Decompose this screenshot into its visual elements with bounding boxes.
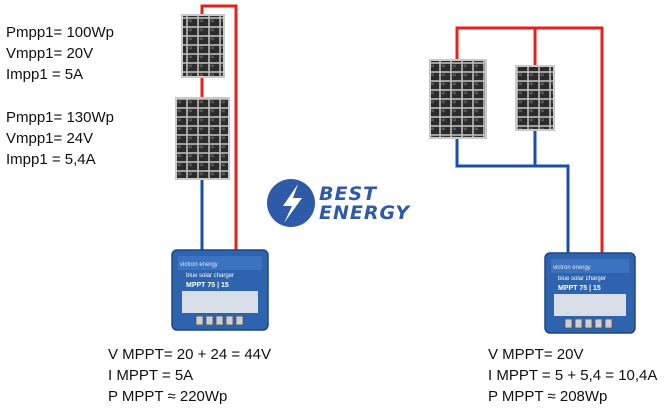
controller-right-model: MPPT 75 | 15 (558, 285, 601, 292)
right-result-voltage: V MPPT= 20V (488, 346, 584, 363)
controller-left-model: MPPT 75 | 15 (186, 282, 229, 289)
controller-left-brand: victron energy (180, 262, 218, 268)
left-result-current: I MPPT = 5A (108, 367, 194, 384)
logo-line-energy: ENERGY (319, 202, 411, 224)
solar-panel-100wp (181, 14, 225, 78)
panel2-vmpp: Vmpp1= 24V (6, 130, 94, 147)
solar-panel-100wp-parallel (515, 65, 555, 131)
controller-right-brand: victron energy (553, 265, 591, 271)
solar-panel-130wp (175, 97, 230, 180)
left-positive-wire (200, 4, 238, 260)
left-result-voltage: V MPPT= 20 + 24 = 44V (108, 346, 272, 363)
panel2-impp: Impp1 = 5,4A (6, 151, 96, 168)
panel1-impp: Impp1 = 5A (6, 66, 84, 83)
lightning-bolt-icon (283, 184, 302, 223)
panel1-pmpp: Pmpp1= 100Wp (6, 24, 114, 41)
left-series-wiring (175, 4, 238, 260)
right-negative-wire (455, 138, 570, 262)
left-result-power: P MPPT ≈ 220Wp (108, 388, 228, 405)
right-positive-wire (455, 26, 604, 262)
charge-controller-left: victron energy blue solar charger MPPT 7… (171, 249, 269, 331)
controller-left-product: blue solar charger (186, 273, 234, 279)
panel1-vmpp: Vmpp1= 20V (6, 45, 94, 62)
charge-controller-right: victron energy blue solar charger MPPT 7… (544, 252, 636, 334)
panel2-pmpp: Pmpp1= 130Wp (6, 109, 114, 126)
right-result-current: I MPPT = 5 + 5,4 = 10,4A (488, 367, 658, 384)
best-energy-logo (267, 179, 315, 227)
right-parallel-wiring (429, 26, 604, 262)
solar-panel-130wp-parallel (429, 59, 487, 139)
right-result-power: P MPPT ≈ 208Wp (488, 388, 608, 405)
logo-line-best: BEST (319, 183, 378, 205)
controller-right-product: blue solar charger (558, 276, 606, 282)
